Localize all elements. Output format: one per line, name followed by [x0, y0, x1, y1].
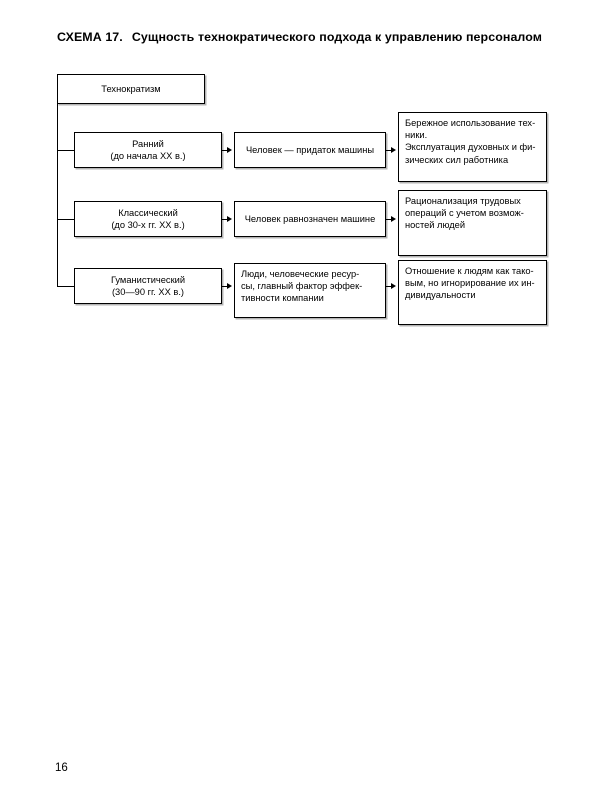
connector-stub-row-1 [57, 149, 75, 151]
connector-stub-row-3 [57, 285, 75, 287]
concept-box-row-3[interactable]: Люди, человеческие ресур- сы, главный фа… [234, 263, 386, 318]
stage-box-row-2[interactable]: Классический (до 30-х гг. XX в.) [74, 201, 222, 237]
technocratic-approach-diagram: Технократизм Ранний (до начала XX в.) Че… [0, 0, 600, 360]
concept-line-1-row-3: Люди, человеческие ресур- [241, 269, 360, 279]
concept-box-row-1[interactable]: Человек — придаток машины [234, 132, 386, 168]
connector-trunk-vertical [57, 104, 59, 287]
outcome-line-1-row-1: Бережное использование тех- [405, 118, 536, 128]
outcome-box-row-1[interactable]: Бережное использование тех- ники. Эксплу… [398, 112, 547, 182]
outcome-line-1-row-2: Рационализация трудовых [405, 196, 521, 206]
arrow-head-stage-to-concept-row-2 [227, 215, 232, 222]
arrow-line-stage-to-concept-row-1 [222, 149, 229, 151]
arrow-line-stage-to-concept-row-3 [222, 285, 229, 287]
stage-period-row-2: (до 30-х гг. XX в.) [111, 220, 185, 230]
outcome-line-4-row-1: зических сил работника [405, 154, 509, 165]
stage-box-row-3[interactable]: Гуманистический (30—90 гг. XX в.) [74, 268, 222, 304]
concept-line-3-row-3: тивности компании [241, 293, 324, 304]
scheme-number: СХЕМА 17. [57, 30, 123, 44]
outcome-box-row-3[interactable]: Отношение к людям как тако- вым, но игно… [398, 260, 547, 325]
page-number: 16 [55, 762, 68, 774]
arrow-line-concept-to-outcome-row-3 [386, 285, 393, 287]
root-box-label: Технократизм [101, 83, 161, 94]
outcome-line-1-row-3: Отношение к людям как тако- [405, 266, 534, 276]
arrow-head-stage-to-concept-row-3 [227, 282, 232, 289]
outcome-line-3-row-2: ностей людей [405, 220, 466, 231]
concept-text-row-2: Человек равнозначен машине [244, 213, 376, 224]
connector-stub-row-2 [57, 218, 75, 220]
concept-box-row-2[interactable]: Человек равнозначен машине [234, 201, 386, 237]
arrow-line-concept-to-outcome-row-2 [386, 218, 393, 220]
concept-line-2-row-3: сы, главный фактор эффек- [241, 281, 363, 292]
arrow-head-stage-to-concept-row-1 [227, 146, 232, 153]
stage-period-row-1: (до начала XX в.) [110, 151, 186, 161]
stage-name-row-1: Ранний [132, 138, 164, 149]
scheme-title-text: Сущность технократического подхода к упр… [131, 30, 543, 44]
concept-text-row-1: Человек — придаток машины [245, 144, 375, 155]
arrow-head-concept-to-outcome-row-1 [391, 146, 396, 153]
outcome-line-2-row-3: вым, но игнорирование их ин- [405, 278, 535, 289]
stage-name-row-2: Классический [118, 207, 178, 218]
outcome-line-2-row-2: операций с учетом возмож- [405, 208, 524, 219]
arrow-line-concept-to-outcome-row-1 [386, 149, 393, 151]
stage-period-row-3: (30—90 гг. XX в.) [111, 287, 185, 297]
outcome-box-row-2[interactable]: Рационализация трудовых операций с учето… [398, 190, 547, 256]
outcome-line-3-row-1: Эксплуатация духовных и фи- [405, 142, 536, 153]
outcome-line-2-row-1: ники. [405, 130, 428, 141]
stage-name-row-3: Гуманистический [110, 274, 186, 285]
root-box-technocracy[interactable]: Технократизм [57, 74, 205, 104]
arrow-head-concept-to-outcome-row-3 [391, 282, 396, 289]
stage-box-row-1[interactable]: Ранний (до начала XX в.) [74, 132, 222, 168]
outcome-line-3-row-3: дивидуальности [405, 290, 476, 301]
page-title: СХЕМА 17. Сущность технократического подх… [57, 30, 567, 44]
arrow-head-concept-to-outcome-row-2 [391, 215, 396, 222]
arrow-line-stage-to-concept-row-2 [222, 218, 229, 220]
